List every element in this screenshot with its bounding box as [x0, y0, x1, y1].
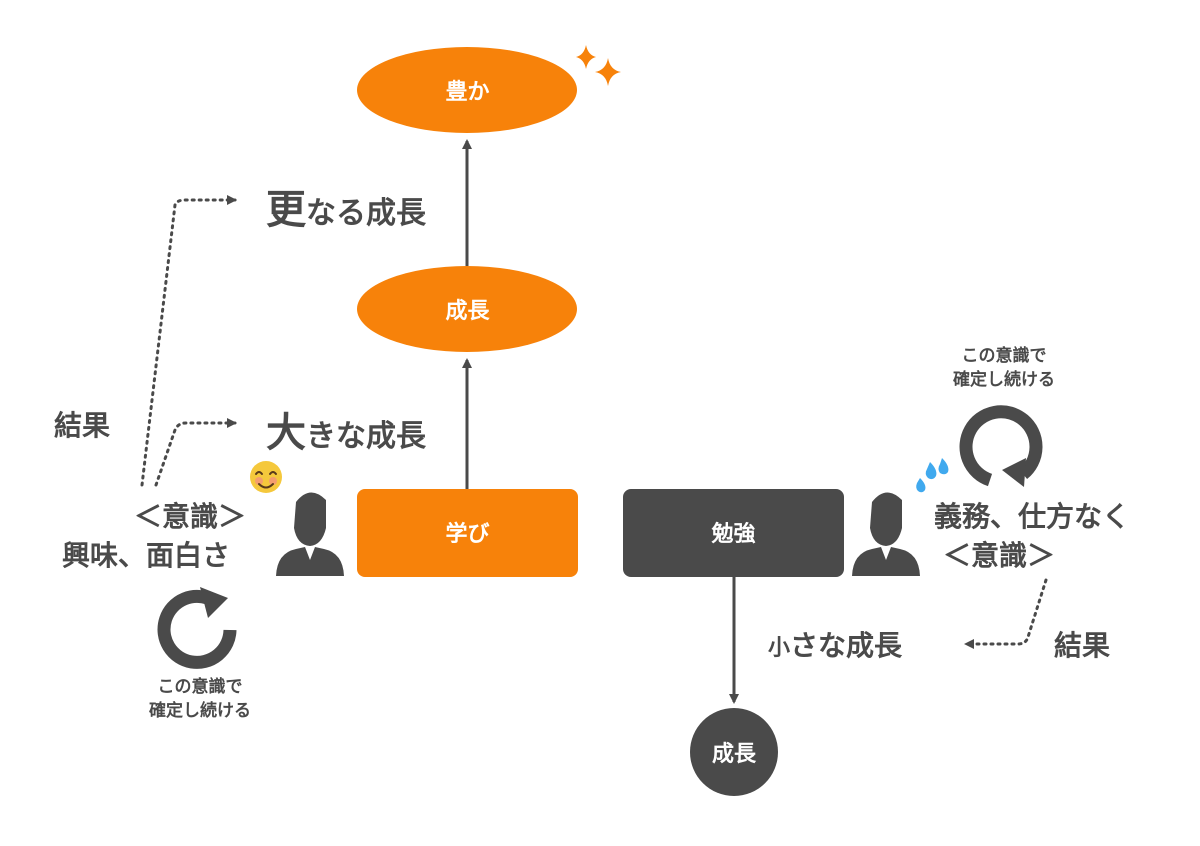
left-cycle-note: この意識で 確定し続ける [120, 675, 280, 723]
right-result-label: 結果 [1054, 629, 1111, 662]
person-silhouette-icon [276, 492, 344, 576]
left-cycle-note-line1: この意識で [157, 677, 243, 697]
right-cycle-note: この意識で 確定し続ける [924, 344, 1084, 392]
small-growth-rest: さな成長 [790, 629, 903, 662]
dotted-arrow-to-further-growth [140, 195, 237, 487]
right-cycle-note-line1: この意識で [961, 346, 1047, 366]
small-growth-small: 小 [768, 636, 791, 661]
big-growth-big: 大 [266, 410, 306, 456]
node-bottom-growth-label: 成長 [711, 742, 756, 767]
big-growth-label: 大きな成長 [266, 400, 426, 458]
left-mindset-line2: 興味、面白さ [62, 539, 231, 572]
dotted-arrow-to-big-growth [154, 418, 237, 487]
node-learning [357, 489, 578, 577]
big-growth-rest: きな成長 [306, 419, 426, 454]
left-mindset-line1: ＜意識＞ [134, 500, 247, 533]
sparkle-icon [576, 45, 621, 86]
circular-arrow-icon [157, 587, 237, 669]
node-study-label: 勉強 [711, 522, 756, 547]
right-mindset-line2: ＜意識＞ [943, 539, 1056, 572]
person-silhouette-icon [852, 492, 920, 576]
dotted-arrow-to-small-growth [964, 578, 1048, 649]
circular-arrow-icon [959, 405, 1043, 487]
left-result-label: 結果 [54, 409, 111, 442]
further-growth-rest: なる成長 [306, 196, 426, 231]
small-growth-label: 小さな成長 [768, 624, 902, 664]
node-learning-label: 学び [445, 522, 490, 547]
node-upper-growth-label: 成長 [445, 299, 490, 324]
further-growth-label: 更なる成長 [266, 177, 426, 235]
smiling-face-icon [250, 461, 282, 493]
right-cycle-note-line2: 確定し続ける [953, 370, 1055, 390]
left-cycle-note-line2: 確定し続ける [149, 701, 251, 721]
node-top-goal [357, 47, 577, 133]
node-bottom-growth [690, 708, 778, 796]
sweat-droplets-icon [916, 458, 949, 493]
node-top-goal-label: 豊か [445, 80, 490, 105]
node-upper-growth [357, 266, 577, 352]
further-growth-big: 更 [266, 187, 306, 233]
right-mindset-line1: 義務、仕方なく [934, 500, 1131, 533]
node-study [623, 489, 844, 577]
